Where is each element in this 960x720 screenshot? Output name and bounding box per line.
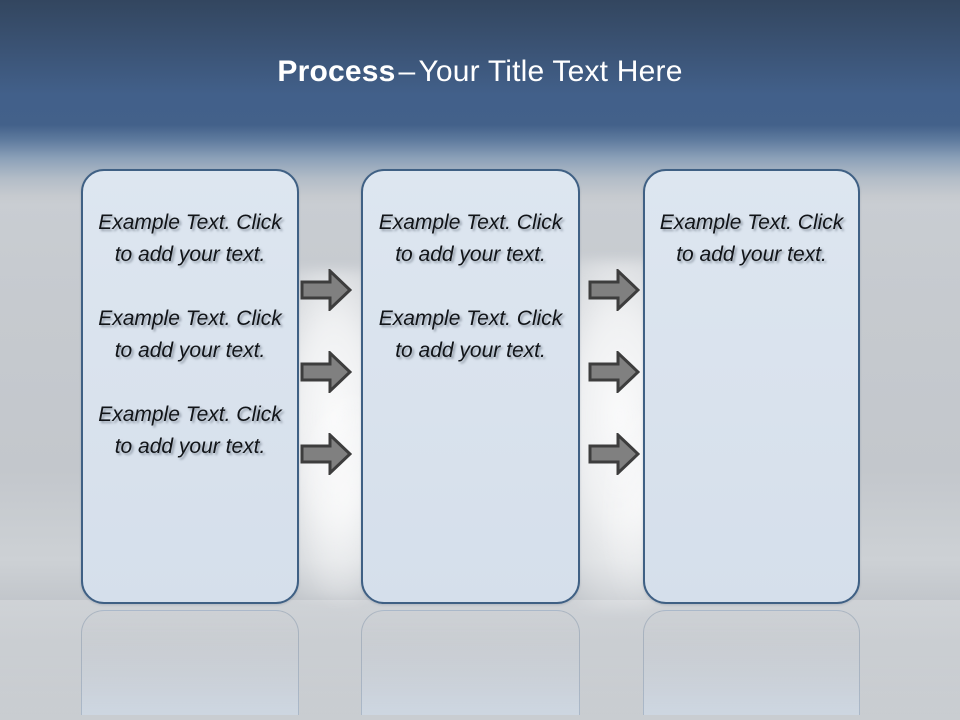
box-reflection <box>643 610 860 715</box>
right-arrow-icon[interactable] <box>588 351 640 393</box>
process-box-1[interactable]: Example Text. Click to add your text. Ex… <box>81 169 299 604</box>
right-arrow-icon[interactable] <box>588 269 640 311</box>
process-text-block[interactable]: Example Text. Click to add your text. <box>98 211 282 266</box>
process-box-2[interactable]: Example Text. Click to add your text. Ex… <box>361 169 580 604</box>
process-text-block[interactable]: Example Text. Click to add your text. <box>378 307 563 362</box>
right-arrow-icon[interactable] <box>588 433 640 475</box>
title-rest: Your Title Text Here <box>418 55 683 88</box>
process-text-block[interactable]: Example Text. Click to add your text. <box>98 307 282 362</box>
right-arrow-icon[interactable] <box>300 433 352 475</box>
title-bold-part: Process <box>277 55 396 88</box>
page-title: Process–Your Title Text Here <box>0 52 960 92</box>
process-text-block[interactable]: Example Text. Click to add your text. <box>659 211 844 266</box>
process-box-3[interactable]: Example Text. Click to add your text. <box>643 169 860 604</box>
box-reflection <box>81 610 299 715</box>
box-reflection <box>361 610 580 715</box>
right-arrow-icon[interactable] <box>300 269 352 311</box>
right-arrow-icon[interactable] <box>300 351 352 393</box>
process-text-block[interactable]: Example Text. Click to add your text. <box>98 403 282 458</box>
process-text-block[interactable]: Example Text. Click to add your text. <box>378 211 563 266</box>
title-dash: – <box>398 55 416 88</box>
